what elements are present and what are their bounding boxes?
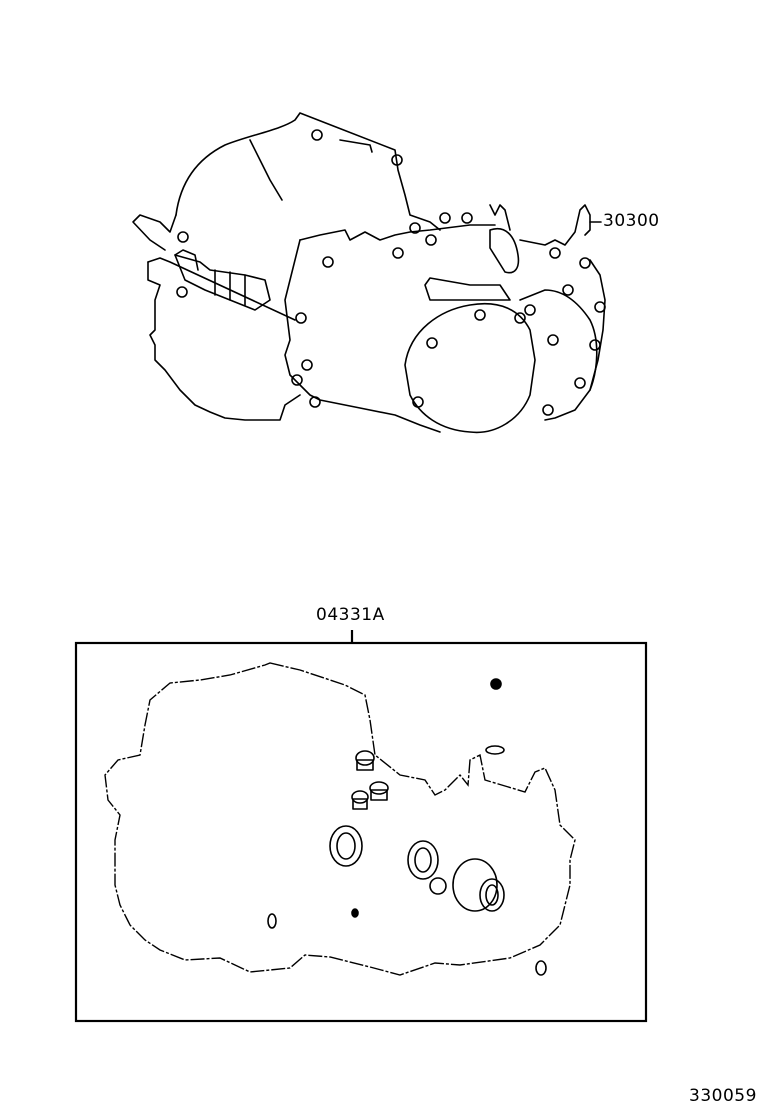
gasket-kit-drawing [74, 630, 648, 1023]
figure-number: 330059 [689, 1086, 757, 1106]
transaxle-assembly-drawing [132, 112, 606, 434]
callout-30300: 30300 [603, 211, 660, 231]
callout-04331A: 04331A [316, 605, 385, 625]
